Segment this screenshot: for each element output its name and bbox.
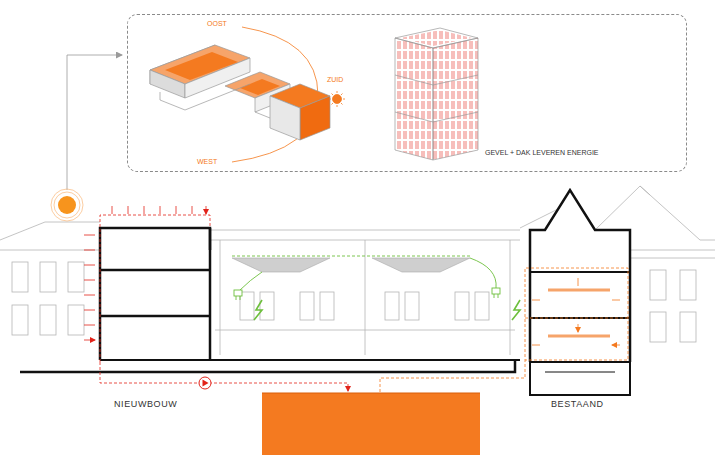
red-arrows — [84, 206, 348, 391]
direction-label: OOST — [207, 20, 227, 28]
direction-label: WEST — [197, 158, 217, 166]
storage-tank — [262, 393, 480, 455]
zone-label: BESTAAND — [551, 400, 604, 410]
glass-roof — [210, 230, 520, 272]
pump-symbol — [199, 377, 211, 389]
direction-label: ZUID — [327, 76, 343, 84]
inset-panel: OOST ZUID WEST GEVEL + DAK LEVEREN ENERGIE — [127, 14, 687, 172]
green-wiring — [232, 256, 520, 320]
sun-small — [329, 91, 345, 107]
facade-panels — [395, 28, 478, 160]
sun-link — [67, 55, 122, 190]
caption-text: GEVEL + DAK LEVEREN ENERGIE — [485, 149, 599, 157]
building-structure — [20, 190, 630, 395]
orange-flows — [380, 268, 628, 392]
old-buildings — [0, 186, 715, 355]
sun-large — [51, 189, 83, 221]
zone-label: NIEUWBOUW — [114, 400, 177, 410]
iso-building — [150, 45, 330, 140]
